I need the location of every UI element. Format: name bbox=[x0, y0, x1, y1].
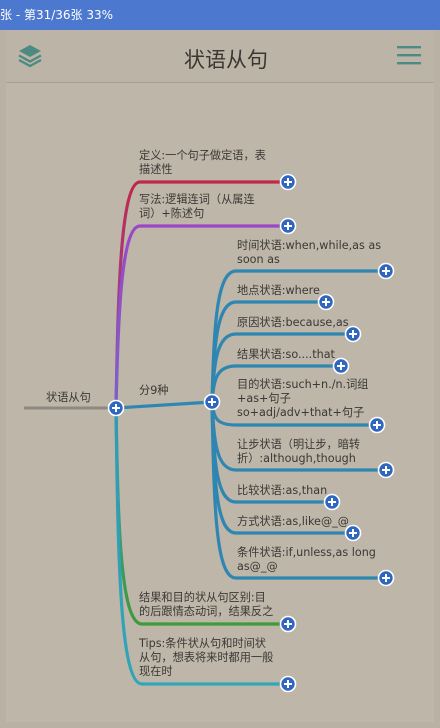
branch-types-line bbox=[115, 400, 213, 410]
node-types[interactable]: 分9种 bbox=[139, 384, 169, 397]
plus-buttons bbox=[107, 173, 395, 693]
root-expand-button[interactable] bbox=[108, 400, 124, 416]
layers-icon[interactable] bbox=[16, 42, 44, 70]
status-bar: 张 - 第31/36张 33% bbox=[0, 0, 440, 30]
plus-icon bbox=[279, 675, 297, 693]
branch-tips-line bbox=[114, 407, 288, 686]
node-writing[interactable]: 写法:逻辑连词（从属连 词）+陈述句 bbox=[139, 193, 255, 220]
plus-icon bbox=[317, 293, 335, 311]
node-purpose-clause[interactable]: 目的状语:such+n./n.词组 +as+句子 so+adj/adv+that… bbox=[237, 378, 369, 419]
status-bar-text: 张 - 第31/36张 33% bbox=[0, 8, 114, 22]
concession-expand-button[interactable] bbox=[378, 462, 394, 478]
plus-icon bbox=[279, 173, 297, 191]
plus-icon bbox=[344, 325, 362, 343]
definition-expand-button[interactable] bbox=[280, 174, 296, 190]
node-tips[interactable]: Tips:条件状从句和时间状 从句，想表将来时都用一般 现在时 bbox=[139, 637, 274, 678]
page-title: 状语从句 bbox=[184, 48, 268, 72]
plus-icon bbox=[377, 262, 395, 280]
node-difference[interactable]: 结果和目的状从句区别:目 的后跟情态动词，结果反之 bbox=[139, 591, 274, 618]
type-condition-line bbox=[210, 401, 386, 580]
types-expand-button[interactable] bbox=[204, 394, 220, 410]
node-result-clause[interactable]: 结果状语:so....that bbox=[237, 348, 335, 361]
node-manner-clause[interactable]: 方式状语:as,like@_@ bbox=[237, 515, 349, 528]
plus-icon bbox=[279, 217, 297, 235]
plus-icon bbox=[377, 569, 395, 587]
node-reason-clause[interactable]: 原因状语:because,as bbox=[237, 316, 349, 329]
plus-icon bbox=[107, 399, 125, 417]
plus-icon bbox=[323, 493, 341, 511]
mindmap-root-node[interactable]: 状语从句 bbox=[46, 391, 91, 404]
writing-expand-button[interactable] bbox=[280, 218, 296, 234]
node-time-clause[interactable]: 时间状语:when,while,as as soon as bbox=[237, 239, 382, 266]
node-definition[interactable]: 定义:一个句子做定语，表 描述性 bbox=[139, 149, 266, 176]
place-expand-button[interactable] bbox=[318, 294, 334, 310]
plus-icon bbox=[203, 393, 221, 411]
node-comparison-clause[interactable]: 比较状语:as,than bbox=[237, 484, 328, 497]
toolbar: 状语从句 bbox=[6, 30, 434, 83]
branch-writing-line bbox=[114, 224, 288, 409]
type-manner-line bbox=[210, 401, 353, 535]
difference-expand-button[interactable] bbox=[280, 616, 296, 632]
tips-expand-button[interactable] bbox=[280, 676, 296, 692]
node-condition-clause[interactable]: 条件状语:if,unless,as long as@_@ bbox=[237, 546, 376, 573]
hamburger-menu-icon[interactable] bbox=[396, 43, 422, 67]
plus-icon bbox=[377, 461, 395, 479]
result-expand-button[interactable] bbox=[333, 358, 349, 374]
plus-icon bbox=[344, 524, 362, 542]
mindmap-canvas[interactable] bbox=[6, 30, 434, 722]
plus-icon bbox=[332, 357, 350, 375]
condition-expand-button[interactable] bbox=[378, 570, 394, 586]
plus-icon bbox=[368, 416, 386, 434]
purpose-expand-button[interactable] bbox=[369, 417, 385, 433]
node-place-clause[interactable]: 地点状语:where bbox=[237, 284, 320, 297]
plus-icon bbox=[279, 615, 297, 633]
node-concession-clause[interactable]: 让步状语（明让步，暗转 折）:although,though bbox=[237, 438, 361, 465]
